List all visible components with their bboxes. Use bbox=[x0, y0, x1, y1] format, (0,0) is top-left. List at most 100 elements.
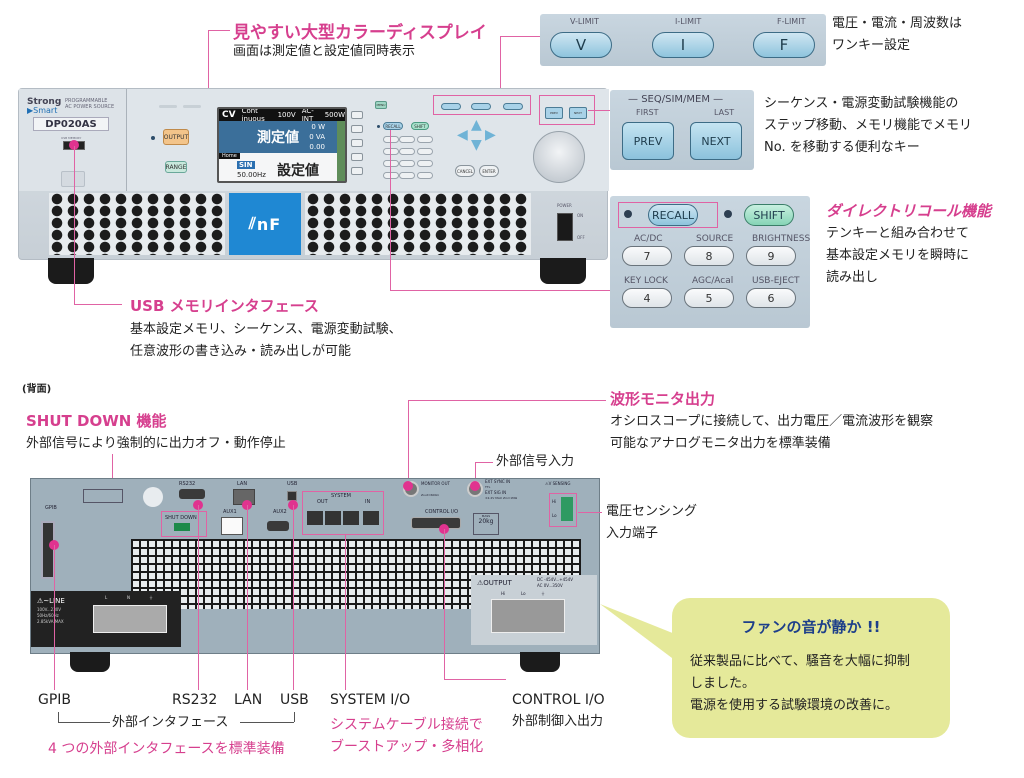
shift-button-small[interactable]: SHIFT bbox=[411, 122, 429, 130]
gpib-port[interactable] bbox=[41, 521, 55, 579]
system-port-1[interactable] bbox=[307, 511, 323, 525]
f-key[interactable]: F bbox=[753, 32, 815, 58]
key-9[interactable]: 9 bbox=[746, 246, 796, 266]
bubble-tail bbox=[600, 604, 680, 664]
recall-button-small[interactable]: RECALL bbox=[383, 122, 403, 130]
front-control-section: OUTPUT RANGE CV Cont inuous 100V AC-INT … bbox=[127, 89, 609, 191]
screen-source: AC-INT bbox=[301, 107, 314, 123]
mass-label: MASS bbox=[481, 514, 491, 518]
i-key[interactable]: I bbox=[652, 32, 714, 58]
numkey[interactable] bbox=[383, 148, 399, 155]
key-7[interactable]: 7 bbox=[622, 246, 672, 266]
recall-button[interactable]: RECALL bbox=[648, 204, 698, 226]
system-port-3[interactable] bbox=[343, 511, 359, 525]
shift-button[interactable]: SHIFT bbox=[744, 204, 794, 226]
numkey[interactable] bbox=[417, 136, 433, 143]
f-key-small[interactable] bbox=[503, 103, 523, 110]
numkey[interactable] bbox=[417, 172, 433, 179]
softkey-4[interactable] bbox=[351, 153, 363, 161]
screen-measured-area: 測定値 0 W 0 VA 0.00 bbox=[219, 121, 345, 153]
numkey[interactable] bbox=[399, 148, 415, 155]
rear-label: (背面) bbox=[22, 384, 52, 395]
v-sensing-terminal[interactable] bbox=[561, 497, 573, 521]
monitor-z-label: Zout=600Ω bbox=[421, 493, 439, 497]
key-8[interactable]: 8 bbox=[684, 246, 734, 266]
nf-logo-text: nF bbox=[256, 214, 282, 234]
seq-group-label: — SEQ/SIM/MEM — bbox=[628, 94, 724, 105]
softkey-5[interactable] bbox=[351, 167, 363, 175]
output-spec-1: DC -454V...+454V bbox=[537, 577, 573, 582]
system-port-2[interactable] bbox=[325, 511, 341, 525]
leader-line bbox=[475, 462, 476, 488]
menu-button[interactable]: MENU bbox=[375, 101, 387, 109]
output-terminal-block[interactable] bbox=[491, 599, 565, 633]
freq-value: 50.00Hz bbox=[237, 171, 266, 179]
aux2-label: AUX2 bbox=[273, 509, 287, 515]
arrow-right-key[interactable]: ▶ bbox=[485, 127, 496, 143]
last-label: LAST bbox=[714, 108, 735, 117]
fan-text-1: 従来製品に比べて、騒音を大幅に抑制 bbox=[690, 654, 910, 669]
numkey[interactable] bbox=[417, 148, 433, 155]
line-spec-1: 100V...230V bbox=[37, 607, 62, 612]
control-io-port[interactable] bbox=[411, 517, 461, 529]
next-button[interactable]: NEXT bbox=[690, 122, 742, 160]
i-key-small[interactable] bbox=[471, 103, 491, 110]
meas-value-pf: 0.00 bbox=[309, 143, 325, 151]
v-key[interactable]: V bbox=[550, 32, 612, 58]
power-off-label: OFF bbox=[577, 235, 585, 240]
numkey[interactable] bbox=[383, 172, 399, 179]
usb-memory-label: USB MEMORY bbox=[61, 136, 82, 140]
key-6[interactable]: 6 bbox=[746, 288, 796, 308]
limit-keys-text-2: ワンキー設定 bbox=[832, 38, 911, 53]
next-button-small[interactable]: NEXT bbox=[569, 107, 587, 119]
output-block: ⚠OUTPUT DC -454V...+454V AC 0V...350V Hi… bbox=[471, 575, 597, 645]
aux2-port[interactable] bbox=[267, 521, 289, 531]
leader-line bbox=[74, 304, 122, 305]
enter-button[interactable]: ENTER bbox=[479, 165, 499, 177]
line-terminal-block[interactable] bbox=[93, 605, 167, 633]
meas-value-w: 0 W bbox=[311, 123, 325, 131]
i-limit-label: I-LIMIT bbox=[675, 17, 702, 26]
system-port-4[interactable] bbox=[363, 511, 379, 525]
system-note-2: ブーストアップ・多相化 bbox=[330, 739, 484, 755]
jog-dial[interactable] bbox=[533, 131, 585, 183]
recall-led-large bbox=[624, 210, 632, 218]
v-limit-label: V-LIMIT bbox=[570, 17, 599, 26]
arrow-left-key[interactable]: ◀ bbox=[457, 127, 468, 143]
label-plate bbox=[83, 489, 123, 503]
v-key-small[interactable] bbox=[441, 103, 461, 110]
usb-bottom-label: USB bbox=[280, 692, 309, 708]
shutdown-connector[interactable] bbox=[174, 523, 190, 531]
fan-callout-title: ファンの音が静か !! bbox=[741, 618, 881, 636]
numkey[interactable] bbox=[399, 136, 415, 143]
numkey[interactable] bbox=[383, 160, 399, 167]
f-limit-label: F-LIMIT bbox=[777, 17, 806, 26]
line-label: ⚠~LINE bbox=[37, 597, 65, 605]
numkey[interactable] bbox=[417, 160, 433, 167]
leader-line bbox=[390, 290, 610, 291]
numkey[interactable] bbox=[399, 160, 415, 167]
cancel-button[interactable]: CANCEL bbox=[455, 165, 475, 177]
key-label-agc: AGC/Acal bbox=[692, 276, 734, 286]
output-button[interactable]: OUTPUT bbox=[163, 129, 189, 145]
leader-line bbox=[390, 130, 391, 290]
system-out-label: OUT bbox=[317, 499, 328, 505]
range-button[interactable]: RANGE bbox=[165, 161, 187, 173]
softkey-2[interactable] bbox=[351, 125, 363, 133]
rs232-port[interactable] bbox=[179, 489, 205, 499]
key-4[interactable]: 4 bbox=[622, 288, 672, 308]
leader-line bbox=[74, 146, 75, 304]
arrow-down-key[interactable]: ▼ bbox=[471, 137, 482, 153]
softkey-1[interactable] bbox=[351, 111, 363, 119]
screen-tab: Home bbox=[219, 153, 240, 159]
aux1-port[interactable] bbox=[221, 517, 243, 535]
arrow-up-key[interactable]: ▲ bbox=[471, 117, 482, 133]
softkey-3[interactable] bbox=[351, 139, 363, 147]
prev-button[interactable]: PREV bbox=[622, 122, 674, 160]
line-spec-2: 50Hz/60Hz bbox=[37, 613, 59, 618]
prev-button-small[interactable]: PREV bbox=[545, 107, 563, 119]
numkey[interactable] bbox=[383, 136, 399, 143]
key-5[interactable]: 5 bbox=[684, 288, 734, 308]
numkey[interactable] bbox=[399, 172, 415, 179]
power-switch[interactable] bbox=[557, 213, 573, 241]
